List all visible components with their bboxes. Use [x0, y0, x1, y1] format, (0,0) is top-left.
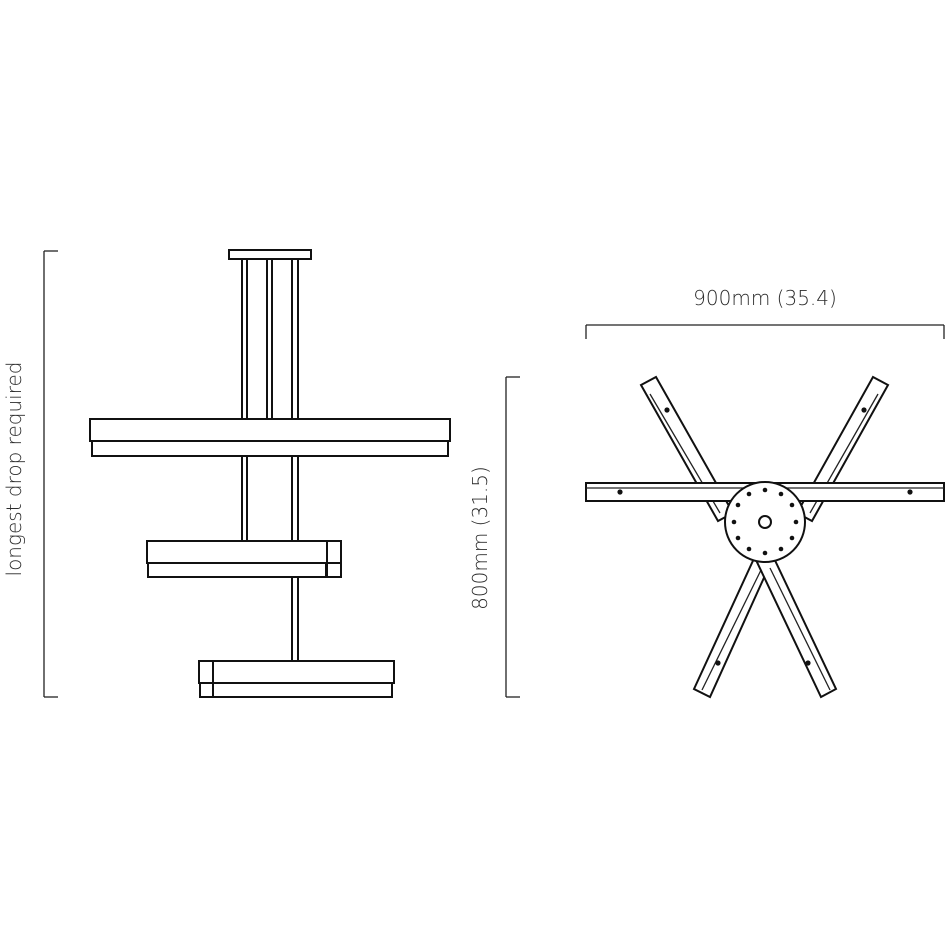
plan-arm-lower-left [692, 550, 774, 699]
width-bracket [585, 324, 945, 339]
hub-screw-holes [731, 487, 799, 556]
ceiling-canopy [228, 249, 312, 260]
height-bracket [505, 376, 520, 698]
width-label: 900mm (35.4) [693, 286, 837, 310]
top-plan-view: 900mm (35.4) 800mm (31.5) [468, 286, 945, 699]
middle-light-bar [146, 540, 342, 578]
ceiling-hub [724, 481, 806, 563]
longest-drop-bracket [43, 250, 58, 698]
suspension-rods [241, 258, 299, 662]
height-label: 800mm (31.5) [468, 466, 492, 610]
bottom-light-bar [198, 660, 395, 698]
longest-drop-label: longest drop required [2, 362, 26, 577]
side-elevation-view: longest drop required [2, 249, 451, 698]
top-light-bar [89, 418, 451, 457]
plan-arm-lower-right [754, 550, 838, 699]
